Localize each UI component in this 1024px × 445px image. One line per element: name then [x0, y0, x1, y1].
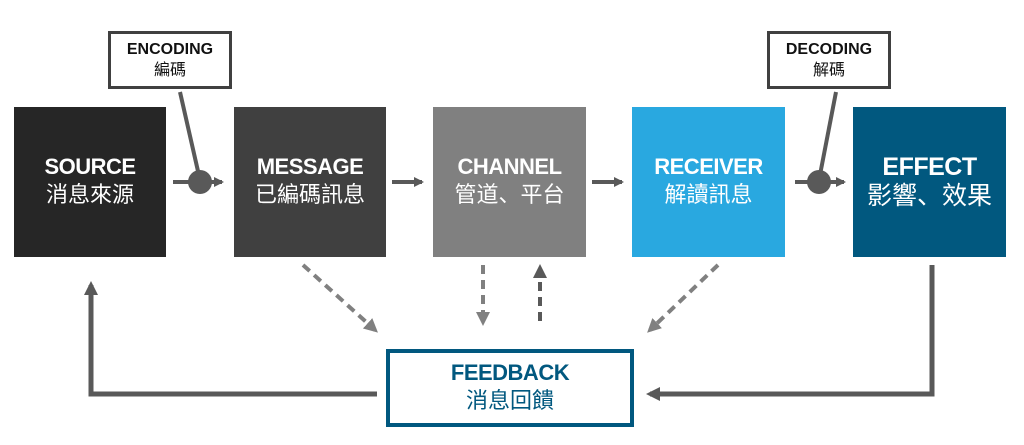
node-feedback: FEEDBACK 消息回饋	[386, 349, 634, 427]
decoding-label-en: DECODING	[785, 41, 873, 58]
node-channel-zh: 管道、平台	[454, 183, 565, 208]
node-feedback-zh: 消息回饋	[465, 389, 554, 414]
node-source-zh: 消息來源	[45, 183, 134, 208]
arrow-effect-to-feedback	[646, 265, 935, 401]
decoding-dot	[807, 170, 831, 194]
decoding-connector	[817, 91, 838, 181]
node-receiver-zh: 解讀訊息	[664, 183, 753, 208]
arrow-feedback-to-source	[84, 281, 377, 397]
node-receiver-en: RECEIVER	[654, 154, 763, 179]
node-message-en: MESSAGE	[256, 154, 364, 179]
node-message-zh: 已編碼訊息	[254, 183, 365, 208]
node-effect-en: EFFECT	[882, 153, 977, 181]
node-receiver: RECEIVER 解讀訊息	[632, 107, 785, 257]
dashed-arrow-message-to-feedback	[301, 263, 378, 333]
node-source: SOURCE 消息來源	[14, 107, 166, 257]
node-source-en: SOURCE	[44, 154, 136, 179]
node-message: MESSAGE 已編碼訊息	[234, 107, 386, 257]
node-channel: CHANNEL 管道、平台	[433, 107, 586, 257]
encoding-connector	[178, 91, 202, 181]
dashed-arrow-receiver-to-feedback	[647, 263, 720, 333]
node-channel-en: CHANNEL	[457, 154, 562, 179]
encoding-label: ENCODING 編碼	[108, 31, 232, 89]
encoding-label-en: ENCODING	[126, 41, 214, 58]
decoding-label: DECODING 解碼	[767, 31, 891, 89]
node-effect: EFFECT 影響、效果	[853, 107, 1006, 257]
decoding-label-zh: 解碼	[812, 60, 845, 79]
encoding-dot	[188, 170, 212, 194]
encoding-label-zh: 編碼	[153, 60, 186, 79]
node-feedback-en: FEEDBACK	[450, 360, 570, 385]
node-effect-zh: 影響、效果	[866, 181, 992, 210]
